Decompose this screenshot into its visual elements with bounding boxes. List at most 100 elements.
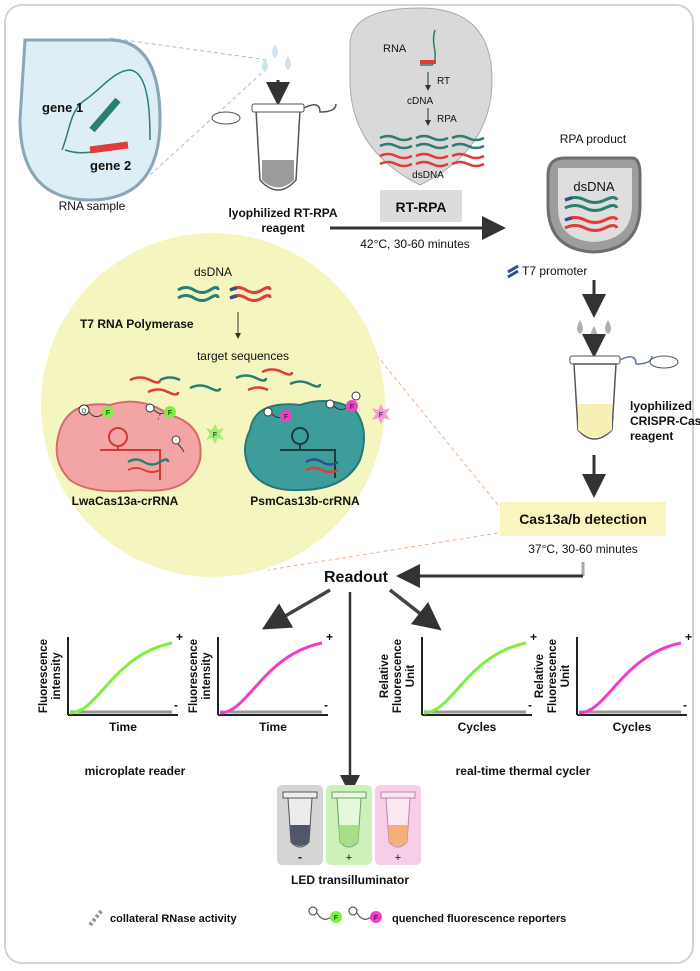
- plot-1-y-label-1: Fluorescence: [38, 639, 50, 713]
- rt-rpa-label: RT-RPA: [395, 199, 446, 215]
- rt-rpa-conditions: 42°C, 30-60 minutes: [360, 237, 470, 251]
- target-rna-fragments: [129, 368, 322, 396]
- detection-label: Cas13a/b detection: [519, 511, 647, 527]
- psm-cas13b-complex: [244, 400, 365, 492]
- plot-1-positive-curve: [69, 641, 173, 715]
- cas-reagent-label-1: lyophilized: [630, 399, 692, 413]
- legend-collateral: collateral RNase activity: [110, 913, 237, 925]
- t7-rna-polymerase-label: T7 RNA Polymerase: [80, 317, 194, 331]
- legend-f-green: F: [334, 915, 338, 922]
- circle-dsdna-strands: [177, 286, 272, 302]
- legend-f-pink: F: [374, 915, 378, 922]
- plot-1-plus-label: +: [176, 630, 183, 644]
- rna-sample-label: RNA sample: [59, 199, 126, 213]
- cas-reagent-label-2: CRISPR-Cas: [630, 414, 700, 428]
- t7-promoter-label: T7 promoter: [522, 264, 587, 278]
- rt-step-rpa: RPA: [437, 114, 457, 125]
- rt-step-cdna: cDNA: [407, 96, 433, 107]
- lwa-cas13a-label: LwaCas13a-crRNA: [72, 494, 179, 508]
- reporter-q-lwa-1: Q: [82, 409, 87, 415]
- led-transilluminator-label: LED transilluminator: [291, 873, 409, 887]
- readout-label: Readout: [324, 569, 389, 586]
- plot-2-y-label-1: Fluorescence: [188, 639, 200, 713]
- led-tube-pink: [380, 791, 416, 848]
- legend-reporter-pink-icon: [348, 906, 382, 923]
- zoom-line-bottom: [149, 69, 266, 176]
- plot-2-minus-label: -: [324, 698, 328, 712]
- t7-promoter-icon: [507, 264, 519, 274]
- crispr-cas-tube: [569, 355, 679, 440]
- lwa-reporters: [78, 403, 224, 453]
- tube-positive-sign-2: +: [395, 852, 401, 864]
- detection-conditions: 37°C, 30-60 minutes: [528, 542, 638, 556]
- plot-1-y-label-2: intensity: [51, 652, 63, 700]
- rt-rpa-box: [380, 190, 462, 222]
- legend-reporters: quenched fluorescence reporters: [392, 913, 566, 925]
- microplate-reader-label: microplate reader: [85, 764, 186, 778]
- legend-reporter-green-icon: [308, 906, 342, 923]
- rpa-product-dsdna: dsDNA: [573, 179, 615, 194]
- reporter-f-psm-2: F: [350, 404, 354, 411]
- gene2-label: gene 2: [90, 158, 131, 173]
- rt-step-rt: RT: [437, 76, 450, 87]
- rt-step-rna: RNA: [383, 43, 407, 55]
- psm-cas13b-label: PsmCas13b-crRNA: [250, 494, 360, 508]
- rt-reagent-label-1: lyophilized RT-RPA: [228, 206, 337, 220]
- plot-2-positive-curve: [219, 641, 323, 715]
- tube-negative-sign: -: [298, 850, 302, 864]
- rt-reagent-label-2: reagent: [261, 221, 304, 235]
- plot-4-x-label: Cycles: [613, 720, 652, 734]
- plot-4-y-label-1: Relative: [534, 654, 546, 698]
- circle-dsdna: dsDNA: [194, 265, 232, 279]
- plot-4-plus-label: +: [685, 630, 692, 644]
- plot-4-minus-label: -: [683, 698, 687, 712]
- plot-4-y-label-3: Unit: [560, 665, 572, 688]
- plot-4-y-label-2: Fluorescence: [547, 639, 559, 713]
- plot-3-y-label-3: Unit: [405, 665, 417, 688]
- plot-3-minus-label: -: [528, 698, 532, 712]
- plot-3-y-label-2: Fluorescence: [392, 639, 404, 713]
- plot-2-x-label: Time: [259, 720, 287, 734]
- arrow-readout-thermal: [388, 588, 442, 631]
- psm-reporters: [263, 391, 390, 424]
- target-sequences-label: target sequences: [197, 349, 289, 363]
- lwa-cas13a-complex: [55, 400, 202, 493]
- reporter-f-psm-cleaved: F: [379, 412, 383, 419]
- collateral-activity-icon: [88, 908, 104, 927]
- plot-4-positive-curve: [578, 641, 682, 715]
- detection-box: [500, 502, 666, 536]
- plot-1-minus-label: -: [174, 698, 178, 712]
- reporter-f-lwa-2: F: [168, 410, 172, 417]
- reporter-f-psm-1: F: [284, 414, 288, 421]
- sample-droplets: [262, 44, 291, 72]
- gene1-label: gene 1: [42, 100, 83, 115]
- rna-strand: [61, 69, 151, 151]
- led-tube-green: [331, 791, 367, 848]
- arrow-readout-microplate: [261, 588, 331, 630]
- circle-zoom-line-bottom: [267, 532, 499, 571]
- plot-2-y-label-2: intensity: [201, 652, 213, 700]
- plot-3-y-label-1: Relative: [379, 654, 391, 698]
- plot-3-positive-curve: [423, 641, 527, 715]
- thermal-cycler-label: real-time thermal cycler: [456, 764, 591, 778]
- plot-3-plus-label: +: [530, 630, 537, 644]
- rpa-product-title: RPA product: [560, 132, 627, 146]
- gene1-segment: [89, 97, 121, 133]
- plot-3-x-label: Cycles: [458, 720, 497, 734]
- rt-step-dsdna: dsDNA: [412, 170, 444, 181]
- gene2-segment: [89, 141, 129, 154]
- rpa-product-drop: [546, 156, 642, 254]
- led-tube-negative: [282, 791, 318, 848]
- rt-rpa-process-drop: [349, 7, 493, 186]
- rna-sample-drop: gene 1 gene 2: [18, 38, 162, 202]
- reporter-f-lwa-cleaved: F: [213, 432, 217, 439]
- reporter-f-lwa-1: F: [106, 410, 110, 417]
- plot-1-x-label: Time: [109, 720, 137, 734]
- cas-reagent-label-3: reagent: [630, 429, 673, 443]
- tube-positive-sign-1: +: [346, 852, 352, 864]
- zoom-line-top: [109, 37, 269, 61]
- plot-2-plus-label: +: [326, 630, 333, 644]
- rt-rpa-tube: [211, 103, 337, 191]
